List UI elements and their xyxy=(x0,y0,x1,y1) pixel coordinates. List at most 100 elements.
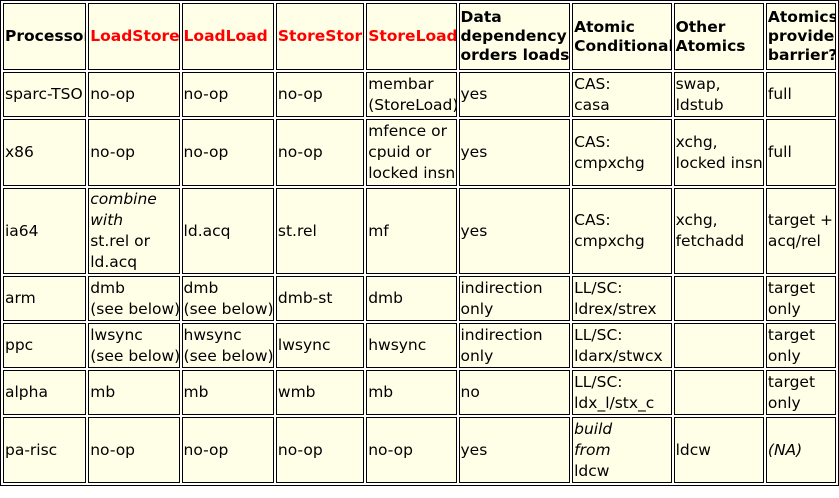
cell-line: cpuid or xyxy=(368,143,432,161)
cell-line: xchg, xyxy=(675,211,718,229)
cell-atomic-conditional: LL/SC:ldx_l/stx_c xyxy=(572,370,672,415)
cell-data-dependency: yes xyxy=(458,119,571,186)
cell-line: full xyxy=(767,143,792,161)
cell-line: no-op xyxy=(277,85,323,103)
cell-line: (see below) xyxy=(90,346,180,365)
cell-atomic-conditional: CAS:casa xyxy=(572,72,672,117)
cell-data-dependency: no xyxy=(458,370,571,415)
cell-line: fetchadd xyxy=(675,232,745,250)
cell-line: arm xyxy=(5,289,36,307)
cell-line: locked insn xyxy=(368,164,456,182)
cell-line: no-op xyxy=(183,143,229,161)
cell-line: full xyxy=(767,85,792,103)
cell-line: LL/SC: xyxy=(574,372,623,391)
cell-line: no-op xyxy=(183,85,229,103)
header-line: Atomics xyxy=(767,8,836,26)
header-line: StoreStore xyxy=(277,27,365,45)
cell-line: CAS: xyxy=(574,211,611,229)
cell-loadstore: no-op xyxy=(88,417,180,483)
cell-data-dependency: yes xyxy=(458,188,571,274)
cell-line: from xyxy=(574,440,611,459)
cell-other-atomics: xchg,locked insn xyxy=(673,119,764,186)
cell-line: membar xyxy=(368,74,434,93)
cell-line: ia64 xyxy=(5,221,39,240)
cell-loadload: no-op xyxy=(181,417,274,483)
cell-storeload: dmb xyxy=(366,276,457,321)
cell-line: CAS: xyxy=(574,74,611,93)
cell-line: only xyxy=(767,299,801,318)
cell-storestore: no-op xyxy=(275,417,365,483)
cell-processor: sparc-TSO xyxy=(3,72,87,117)
cell-line: xchg, xyxy=(675,132,718,151)
cell-line: ld.acq xyxy=(90,253,138,271)
cell-line: target xyxy=(767,278,816,297)
cell-line: LL/SC: xyxy=(574,278,623,297)
cell-storestore: dmb-st xyxy=(275,276,365,321)
cell-line: ldcw xyxy=(675,440,711,459)
cell-line: mb xyxy=(183,383,209,401)
cell-line: target + xyxy=(767,211,833,229)
cell-line: (NA) xyxy=(767,440,803,459)
table-row-sparc-TSO: sparc-TSO no-op no-op no-op membar (StoreLoad… xyxy=(3,72,836,117)
cell-line: (StoreLoad) xyxy=(368,95,457,114)
cell-loadstore: dmb(see below) xyxy=(88,276,180,321)
cell-line: LL/SC: xyxy=(574,325,623,344)
cell-line: no-op xyxy=(90,85,136,103)
cell-line: with xyxy=(90,211,124,229)
cell-line: no-op xyxy=(277,440,323,459)
cell-storestore: no-op xyxy=(275,119,365,186)
cell-line: hwsync xyxy=(183,325,242,344)
cell-loadstore: no-op xyxy=(88,72,180,117)
cell-processor: arm xyxy=(3,276,87,321)
column-header-loadload: LoadLoad xyxy=(181,3,274,70)
cell-line: yes xyxy=(460,221,488,240)
cell-line: cmpxchg xyxy=(574,153,645,172)
cell-line: dmb xyxy=(90,278,125,297)
cell-line: ldrex/strex xyxy=(574,299,657,318)
cell-processor: ia64 xyxy=(3,188,87,274)
cell-line: ldcw xyxy=(574,461,610,480)
cell-line: only xyxy=(460,299,494,318)
cell-line: no-op xyxy=(277,143,323,161)
cell-line: dmb xyxy=(368,289,403,307)
cell-line: dmb-st xyxy=(277,289,333,307)
cell-storeload: hwsync xyxy=(366,323,457,368)
cell-loadload: mb xyxy=(181,370,274,415)
cell-storeload: no-op xyxy=(366,417,457,483)
cell-line: lwsync xyxy=(277,336,331,354)
cell-processor: x86 xyxy=(3,119,87,186)
header-line: orders loads? xyxy=(460,46,571,64)
header-line: provide xyxy=(767,27,835,45)
cell-line: yes xyxy=(460,440,488,459)
cell-line: acq/rel xyxy=(767,232,821,250)
cell-line: no-op xyxy=(368,440,413,459)
cell-line: indirection xyxy=(460,278,543,297)
cell-storestore: st.rel xyxy=(275,188,365,274)
cell-line: target xyxy=(767,325,816,344)
cell-loadstore: mb xyxy=(88,370,180,415)
cell-line: mf xyxy=(368,221,389,240)
cell-line: wmb xyxy=(277,383,316,401)
cell-line: ld.acq xyxy=(183,221,231,240)
column-header-storestore: StoreStore xyxy=(275,3,365,70)
header-line: Other xyxy=(675,17,726,36)
cell-loadload: no-op xyxy=(181,72,274,117)
cell-line: indirection xyxy=(460,325,543,344)
header-line: barrier? xyxy=(767,46,836,64)
cell-line: dmb xyxy=(183,278,219,297)
cell-line: sparc-TSO xyxy=(5,85,83,103)
cell-line: no-op xyxy=(90,440,136,459)
cell-line: combine xyxy=(90,190,157,208)
cell-processor: alpha xyxy=(3,370,87,415)
